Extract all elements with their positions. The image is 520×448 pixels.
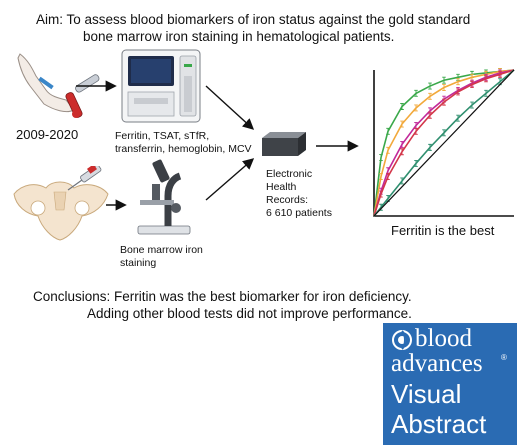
roc-error-bar-2-5	[428, 92, 432, 100]
badge-title-abstract: Abstract	[391, 409, 487, 439]
roc-error-bar-4-7	[456, 88, 460, 96]
roc-error-bar-5-8	[470, 101, 474, 109]
roc-error-bar-4-3	[400, 148, 404, 156]
aim-line-1: Aim: To assess blood biomarkers of iron …	[36, 12, 471, 27]
roc-error-bar-5-3	[400, 177, 404, 185]
roc-error-bar-1-6	[442, 76, 446, 84]
roc-error-bar-5-7	[456, 114, 460, 122]
roc-chart	[373, 68, 515, 217]
aim-line-2: bone marrow iron staining in hematologic…	[83, 29, 395, 44]
roc-error-bar-2-1	[379, 173, 383, 181]
roc-error-bar-2-2	[386, 146, 390, 154]
roc-error-bar-1-4	[414, 89, 418, 97]
roc-error-bar-1-5	[428, 82, 432, 90]
ehr-server-icon	[262, 132, 306, 156]
roc-error-bar-4-9	[484, 75, 488, 83]
conclusions-line-1: Conclusions: Ferritin was the best bioma…	[33, 289, 412, 304]
roc-error-bar-5-6	[442, 129, 446, 137]
roc-error-bar-1-3	[400, 103, 404, 110]
arrow-microscope-to-ehr	[205, 158, 255, 201]
brand-registered-mark: ®	[501, 353, 507, 362]
roc-error-bar-4-10	[498, 70, 502, 78]
blood-draw-icon	[17, 53, 100, 118]
ehr-line-1: Electronic	[266, 168, 313, 180]
microscope-caption-line-1: Bone marrow iron	[120, 244, 203, 256]
roc-error-bar-2-7	[456, 78, 460, 86]
years-label: 2009-2020	[16, 127, 79, 142]
roc-error-bar-5-4	[414, 159, 418, 167]
analyzer-icon	[121, 49, 201, 123]
roc-error-bar-4-1	[379, 190, 383, 198]
roc-error-bar-1-2	[386, 127, 390, 135]
roc-error-bar-4-8	[470, 81, 474, 89]
ehr-line-2: Health	[266, 181, 297, 193]
roc-series-line-5	[373, 69, 515, 217]
analyzer-caption-line-2: transferrin, hemoglobin, MCV	[115, 143, 252, 155]
roc-error-bar-4-4	[414, 127, 418, 135]
roc-error-bar-2-6	[442, 84, 446, 91]
roc-error-bar-2-3	[400, 120, 404, 128]
roc-series-line-1	[373, 69, 515, 217]
journal-logo-icon	[392, 330, 412, 350]
roc-error-bar-4-5	[428, 111, 432, 119]
roc-error-bar-3-3	[400, 141, 404, 148]
brand-blood: blood	[415, 325, 472, 352]
ehr-line-3: Records:	[266, 194, 309, 206]
microscope-caption-line-2: staining	[120, 257, 157, 269]
blood-advances-badge: blood advances ® Visual Abstract	[383, 323, 517, 445]
pelvis-icon	[13, 166, 109, 241]
conclusions-line-2: Adding other blood tests did not improve…	[87, 306, 412, 321]
roc-error-bar-5-9	[484, 89, 488, 97]
roc-series-line-2	[373, 69, 515, 217]
roc-caption: Ferritin is the best	[391, 223, 495, 238]
arrow-analyzer-to-ehr	[205, 85, 255, 130]
ehr-line-4: 6 610 patients	[266, 207, 332, 219]
analyzer-caption-line-1: Ferritin, TSAT, sTfR,	[115, 130, 210, 142]
roc-error-bar-5-5	[428, 143, 432, 151]
badge-title-visual: Visual	[391, 379, 462, 409]
roc-series-line-6	[373, 69, 515, 217]
roc-error-bar-4-2	[386, 173, 390, 181]
brand-advances: advances	[391, 350, 483, 377]
roc-error-bar-2-4	[414, 104, 418, 112]
roc-error-bar-1-1	[379, 154, 383, 162]
roc-error-bar-4-6	[442, 98, 446, 106]
microscope-icon	[137, 159, 191, 235]
